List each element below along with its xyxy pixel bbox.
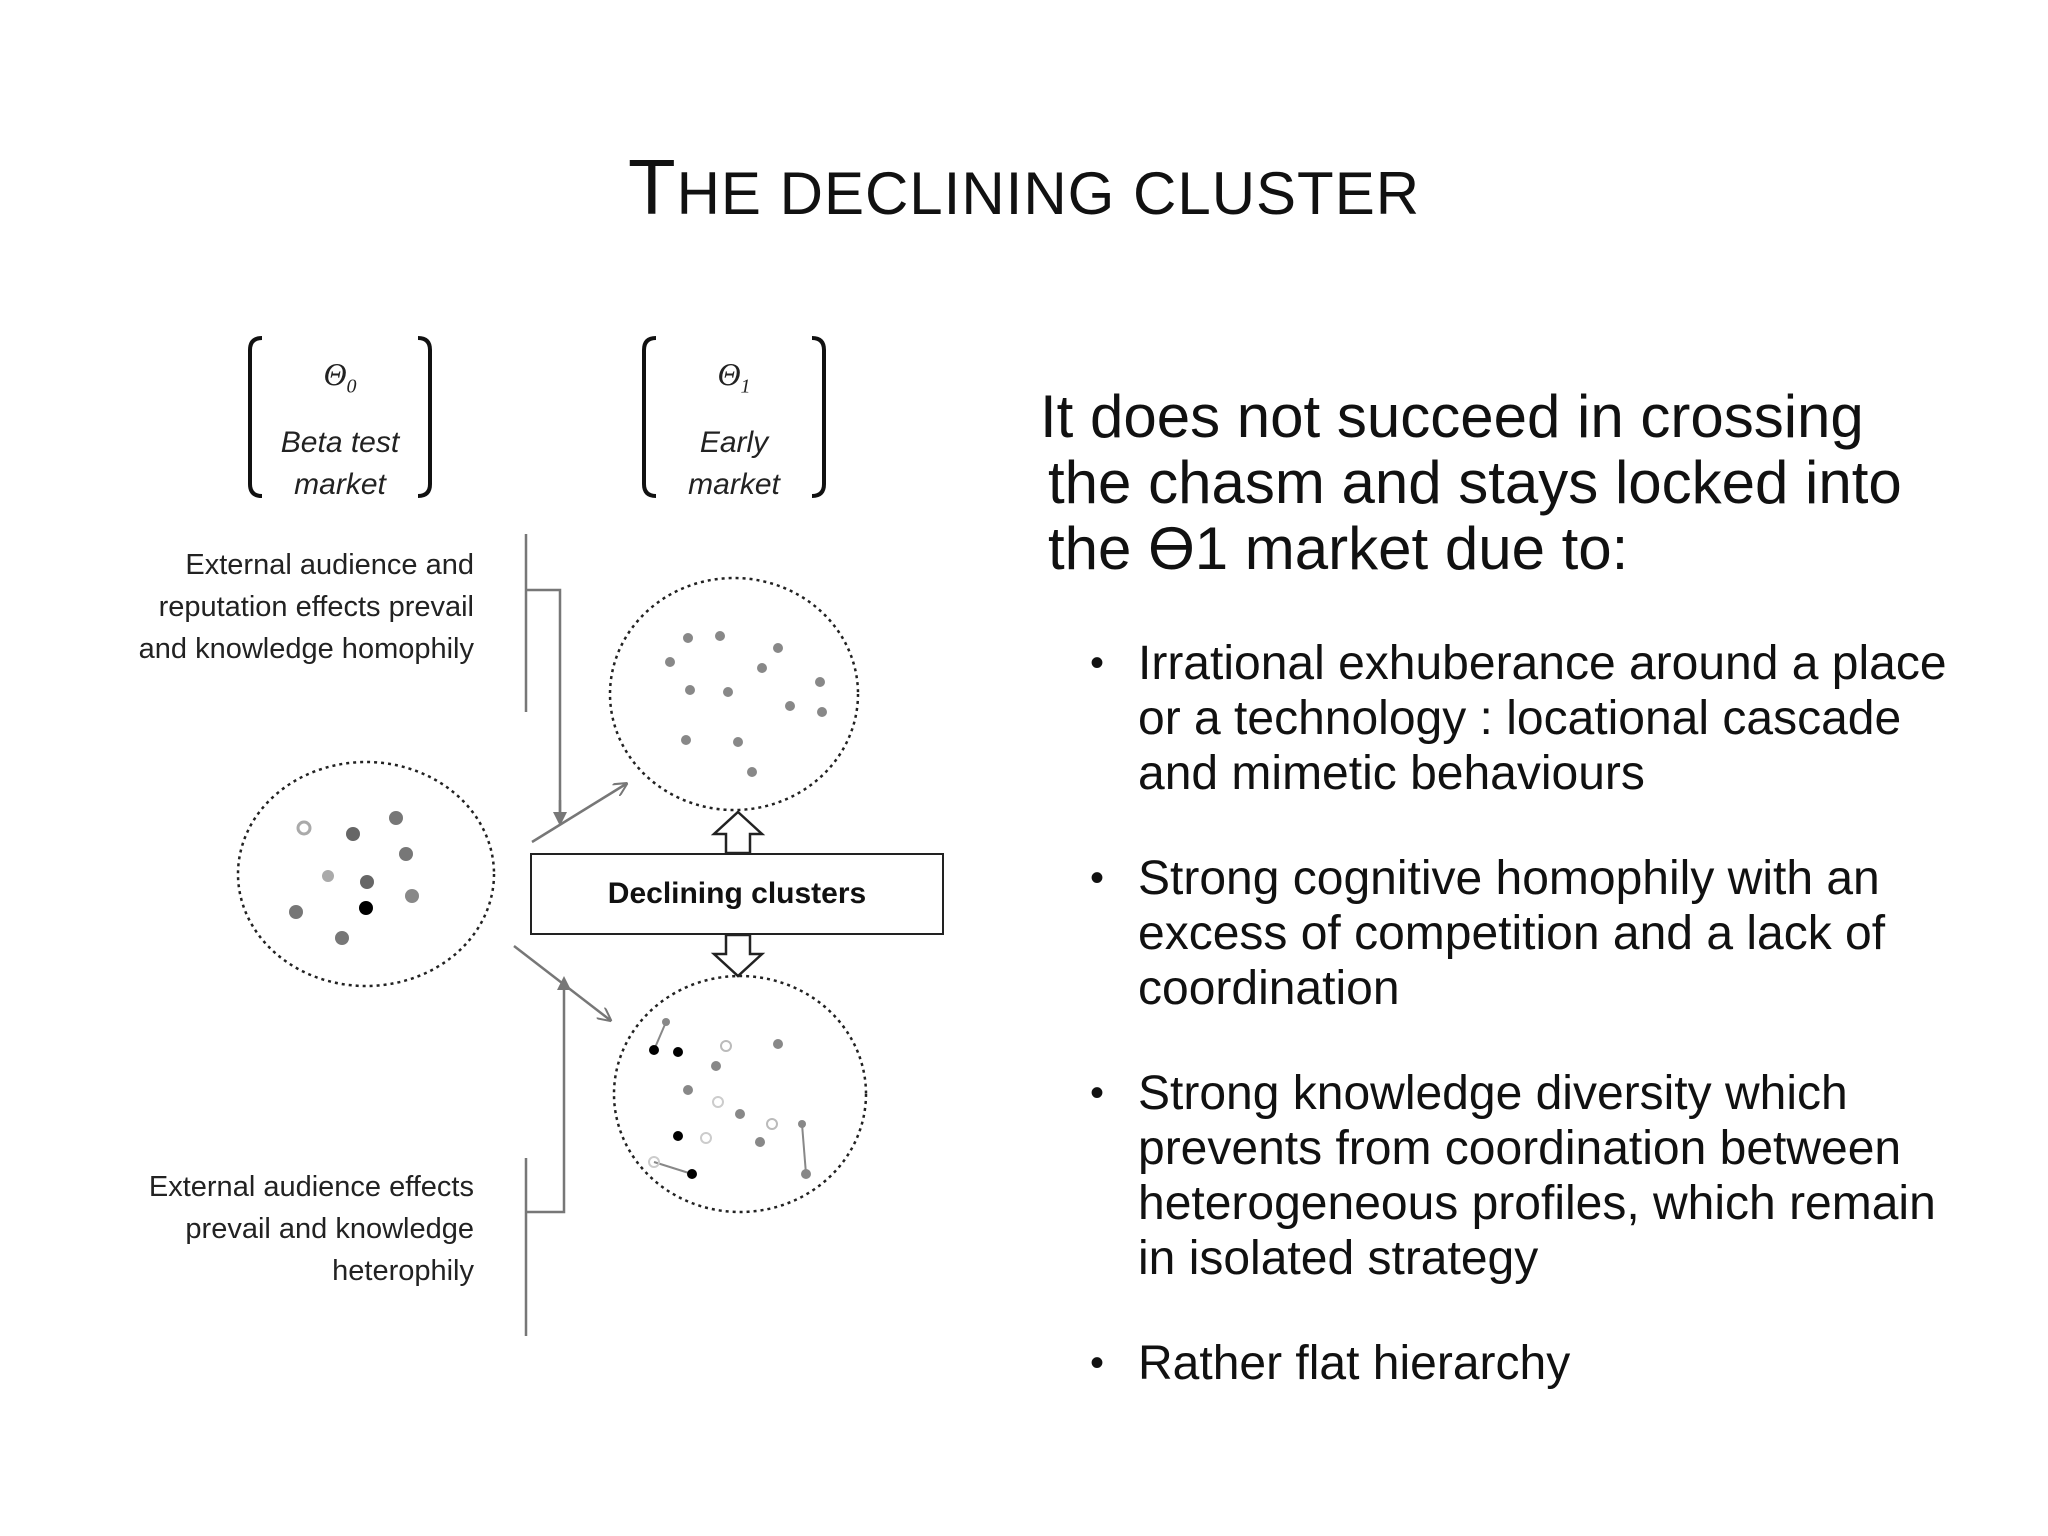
slide-title: THE DECLINING CLUSTER — [627, 143, 1421, 231]
initial-cluster-dots — [289, 811, 419, 945]
top-side-note: External audience and reputation effects… — [138, 549, 474, 665]
bottom-side-note: External audience effects prevail and kn… — [148, 1171, 474, 1287]
reasons-list: •Irrational exhuberance around a place o… — [1080, 636, 1980, 1441]
list-item: •Rather flat hierarchy — [1090, 1337, 1571, 1390]
hollow-down-arrow — [710, 933, 766, 978]
theta1-label: Early market — [688, 426, 780, 501]
bullet-marker: • — [1090, 1071, 1105, 1115]
bullet-marker: • — [1090, 641, 1105, 685]
bottom-cluster-dots — [648, 1018, 811, 1179]
theta0-label: Beta test market — [280, 426, 400, 501]
declining-clusters-box: Declining clusters — [530, 853, 944, 935]
theta0-right-bracket — [417, 336, 432, 498]
initial-cluster-circle — [236, 760, 496, 988]
theta0-left-bracket — [248, 336, 263, 498]
top-cluster-dots — [665, 631, 827, 777]
hollow-up-arrow — [710, 810, 766, 855]
theta1-left-bracket — [642, 336, 657, 498]
bullet-marker: • — [1090, 1341, 1105, 1385]
arrow-to-bottom-cluster — [513, 945, 610, 1020]
theta1-right-bracket — [811, 336, 826, 498]
theta0-symbol: Θ0 — [323, 356, 357, 398]
top-down-arrowhead — [553, 812, 567, 826]
bullet-marker: • — [1090, 856, 1105, 900]
list-item: •Strong knowledge diversity which preven… — [1090, 1067, 1936, 1285]
early-market-circle-bottom — [612, 974, 868, 1214]
early-market-circle-top — [608, 576, 860, 812]
list-item: •Strong cognitive homophily with an exce… — [1090, 852, 1886, 1015]
list-item: •Irrational exhuberance around a place o… — [1090, 637, 1947, 800]
intro-text: It does not succeed in crossing the chas… — [1040, 383, 1902, 582]
theta1-symbol: Θ1 — [717, 356, 751, 398]
arrow-to-top-cluster — [531, 784, 626, 844]
